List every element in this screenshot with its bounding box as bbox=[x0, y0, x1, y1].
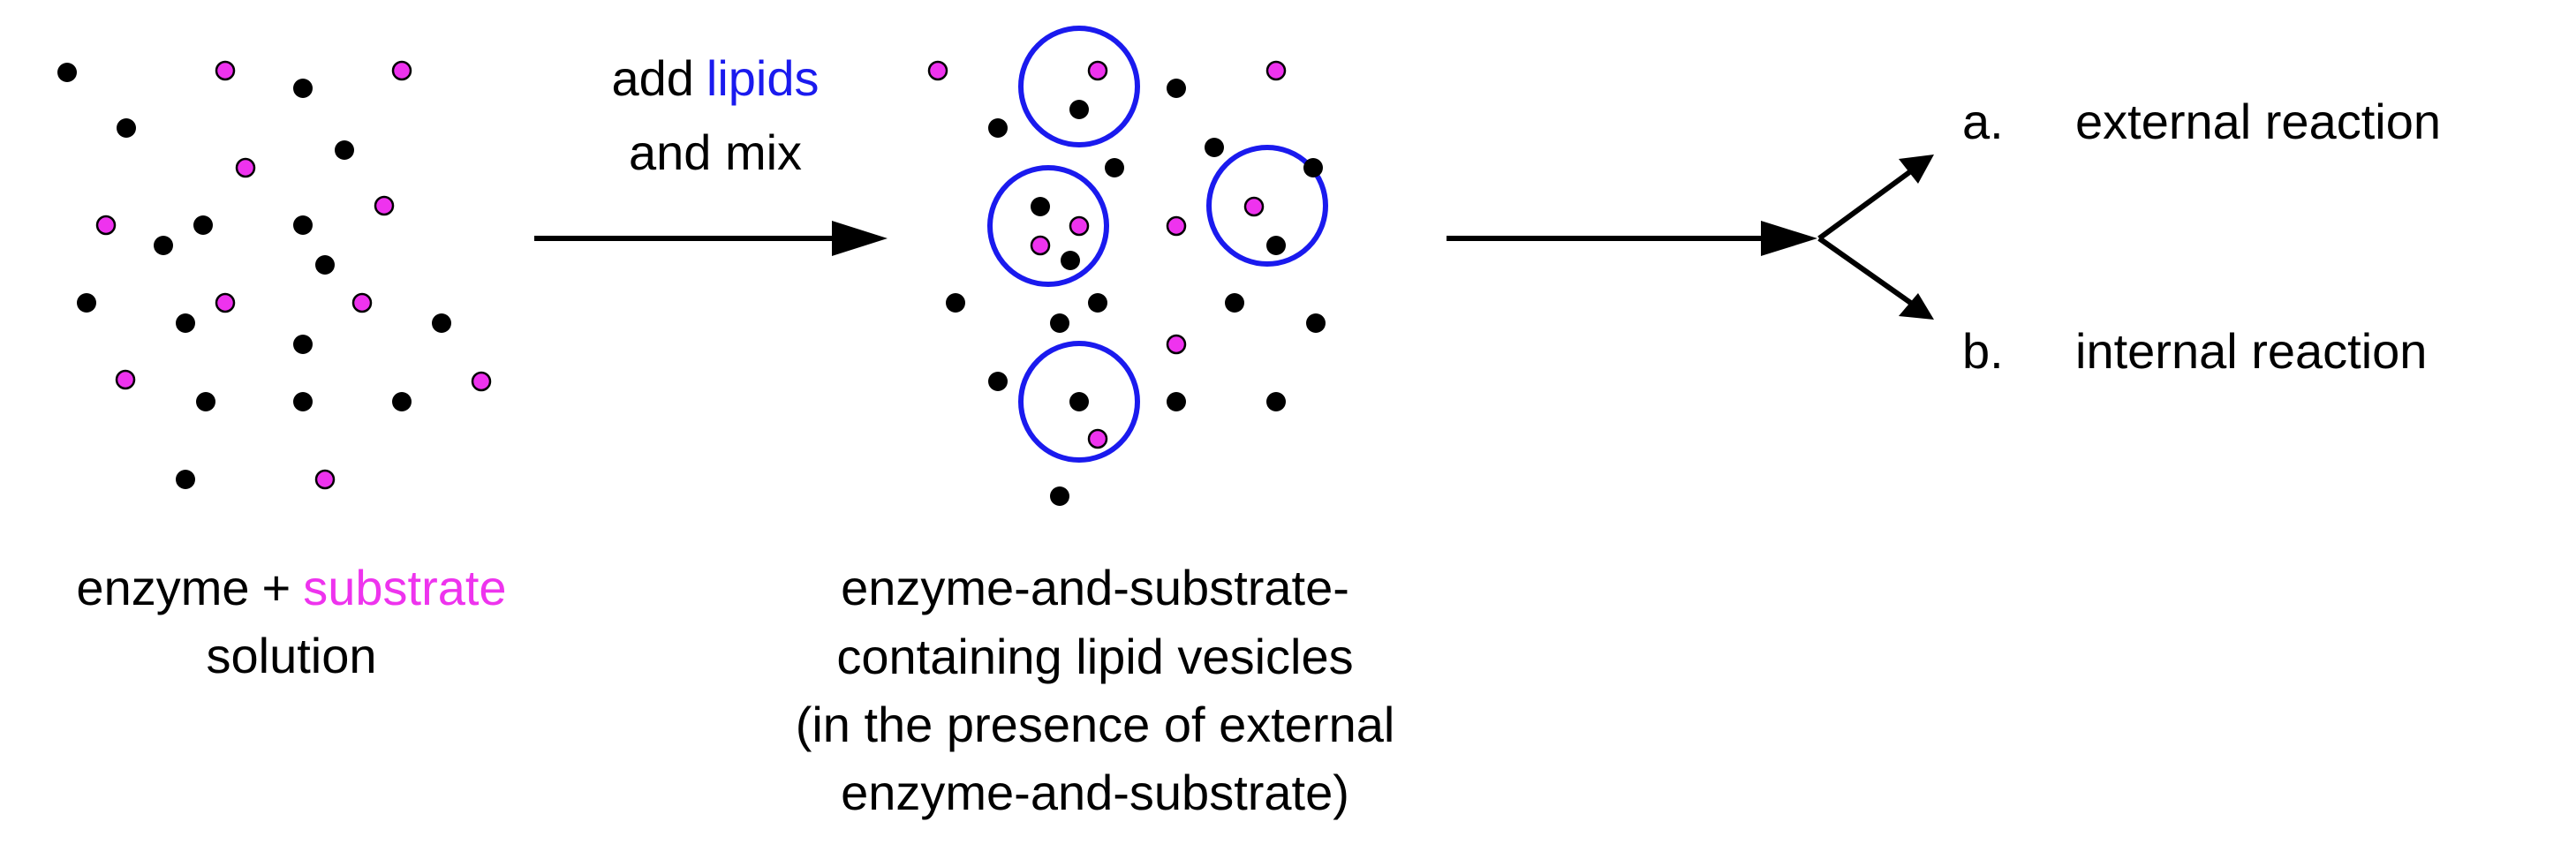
outcome-b-letter: b. bbox=[1962, 323, 2004, 379]
enzyme-particle bbox=[193, 215, 213, 235]
branch-arrow-down-head bbox=[1899, 293, 1934, 320]
encapsulated-substrate bbox=[1087, 428, 1108, 449]
enzyme-particle bbox=[1088, 293, 1107, 313]
substrate-particle bbox=[115, 369, 136, 390]
enzyme-particle bbox=[1105, 158, 1124, 177]
branch-arrows bbox=[1817, 155, 1934, 320]
substrate-particle bbox=[314, 469, 336, 490]
step2-arrow bbox=[1447, 221, 1817, 256]
vesicle-membrane bbox=[987, 165, 1109, 287]
vesicle-membrane bbox=[1018, 26, 1140, 147]
step1-arrow bbox=[534, 221, 888, 256]
enzyme-particle bbox=[293, 335, 313, 354]
encapsulated-substrate bbox=[1243, 196, 1265, 217]
enzyme-particle bbox=[1225, 293, 1244, 313]
substrate-particle bbox=[471, 371, 492, 392]
enzyme-particle bbox=[196, 392, 215, 411]
substrate-label: substrate bbox=[303, 560, 506, 615]
vesicle-membrane bbox=[1206, 145, 1328, 267]
substrate-particle bbox=[235, 157, 256, 178]
enzyme-particle bbox=[392, 392, 412, 411]
enzyme-particle bbox=[335, 140, 354, 160]
enzyme-particle bbox=[1050, 486, 1069, 506]
enzyme-particle bbox=[1266, 392, 1286, 411]
step1-arrowhead bbox=[832, 221, 888, 256]
substrate-particle bbox=[391, 60, 412, 81]
vesicle-caption-line1: enzyme-and-substrate- bbox=[841, 560, 1349, 615]
substrate-particle bbox=[1166, 334, 1187, 355]
enzyme-particle bbox=[154, 236, 173, 255]
substrate-particle bbox=[351, 292, 373, 313]
enzyme-particle bbox=[432, 313, 451, 333]
enzyme-particle bbox=[1167, 79, 1186, 98]
substrate-particle bbox=[95, 215, 117, 236]
enzyme-particle bbox=[988, 118, 1008, 138]
enzyme-particle bbox=[1050, 313, 1069, 333]
branch-arrow-up-head bbox=[1899, 155, 1934, 184]
vesicle-membrane bbox=[1018, 341, 1140, 463]
outcome-a-label: external reaction bbox=[2075, 94, 2441, 149]
vesicle-caption-line4: enzyme-and-substrate) bbox=[841, 765, 1349, 820]
enzyme-particle bbox=[293, 79, 313, 98]
vesicle-1 bbox=[1018, 26, 1140, 147]
add-label: add bbox=[611, 50, 693, 106]
enzyme-particle bbox=[1205, 138, 1224, 157]
branch-arrow-down-shaft bbox=[1817, 236, 1914, 306]
encapsulated-enzyme bbox=[1069, 392, 1089, 411]
plus-sign: + bbox=[262, 560, 291, 615]
enzyme-particle bbox=[57, 63, 77, 82]
substrate-particle bbox=[215, 60, 236, 81]
encapsulated-enzyme bbox=[1069, 100, 1089, 119]
lipids-label: lipids bbox=[706, 50, 820, 106]
enzyme-particle bbox=[1303, 158, 1323, 177]
enzyme-particle bbox=[176, 470, 195, 489]
enzyme-particle bbox=[315, 255, 335, 275]
vesicle-caption-line2: containing lipid vesicles bbox=[836, 629, 1353, 684]
encapsulated-enzyme bbox=[1061, 251, 1080, 270]
enzyme-particle bbox=[117, 118, 136, 138]
step2-arrowhead bbox=[1761, 221, 1817, 256]
encapsulated-substrate bbox=[1069, 215, 1090, 237]
outcome-b-label: internal reaction bbox=[2075, 323, 2427, 379]
substrate-particle bbox=[374, 195, 395, 216]
enzyme-particle bbox=[77, 293, 96, 313]
encapsulated-enzyme bbox=[1031, 197, 1050, 216]
solution-caption-line1: enzyme+substrate bbox=[76, 560, 506, 615]
branch-arrow-up-shaft bbox=[1817, 168, 1914, 241]
encapsulated-enzyme bbox=[1266, 236, 1286, 255]
enzyme-particle bbox=[176, 313, 195, 333]
vesicle-2 bbox=[987, 165, 1109, 287]
enzyme-label: enzyme bbox=[76, 560, 249, 615]
substrate-particle bbox=[1166, 215, 1187, 237]
vesicle-caption-line3: (in the presence of external bbox=[796, 697, 1395, 752]
encapsulated-substrate bbox=[1030, 235, 1051, 256]
vesicle-4 bbox=[1018, 341, 1140, 463]
substrate-particle bbox=[927, 60, 948, 81]
substrate-particle bbox=[215, 292, 236, 313]
vesicle-3 bbox=[1206, 145, 1328, 267]
encapsulated-substrate bbox=[1087, 60, 1108, 81]
step1-label-line2: and mix bbox=[629, 124, 802, 180]
lipid-vesicles bbox=[987, 26, 1328, 463]
enzyme-particle bbox=[293, 215, 313, 235]
enzyme-particle bbox=[946, 293, 965, 313]
enzyme-particle bbox=[1306, 313, 1326, 333]
substrate-particle bbox=[1265, 60, 1287, 81]
solution-particles bbox=[57, 60, 492, 490]
enzyme-particle bbox=[1167, 392, 1186, 411]
outcome-a-letter: a. bbox=[1962, 94, 2004, 149]
external-particles bbox=[927, 60, 1326, 506]
enzyme-particle bbox=[988, 372, 1008, 391]
enzyme-particle bbox=[293, 392, 313, 411]
solution-caption-line2: solution bbox=[206, 628, 376, 683]
